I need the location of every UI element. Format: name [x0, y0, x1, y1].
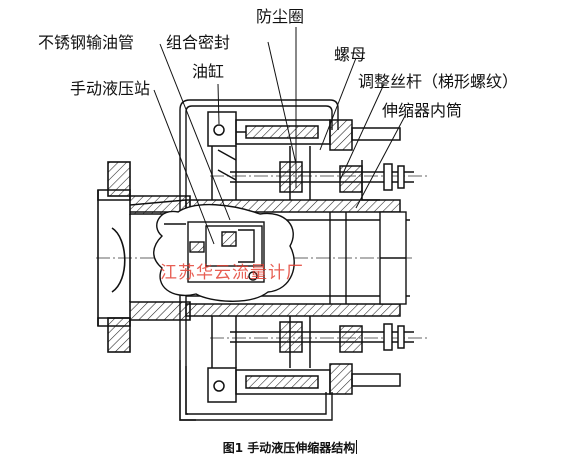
leader-lines — [153, 27, 407, 245]
upper-cylinder — [207, 111, 401, 200]
left-flange — [97, 161, 191, 353]
label-dust-ring: 防尘圈 — [256, 7, 305, 26]
caption-text: 图1 手动液压伸缩器结构 — [222, 441, 356, 455]
pump-station-detail — [153, 203, 295, 302]
lower-screw — [230, 321, 414, 353]
figure-caption: 图1 手动液压伸缩器结构 — [0, 439, 580, 456]
lower-cylinder — [207, 316, 401, 403]
label-inner-tube: 伸缩器内筒 — [382, 101, 463, 120]
label-nut: 螺母 — [334, 45, 367, 64]
label-hand-pump-station: 手动液压站 — [70, 79, 151, 98]
watermark-text: 江苏华云流量计厂 — [160, 263, 304, 283]
inner-tube — [186, 211, 410, 305]
label-adjust-screw: 调整丝杆（梯形螺纹） — [358, 72, 519, 91]
label-oil-cylinder: 油缸 — [192, 62, 225, 81]
label-stainless-tube: 不锈钢输油管 — [38, 33, 135, 52]
text-cursor — [356, 440, 358, 454]
upper-screw — [230, 160, 414, 201]
label-combined-seal: 组合密封 — [166, 33, 231, 52]
